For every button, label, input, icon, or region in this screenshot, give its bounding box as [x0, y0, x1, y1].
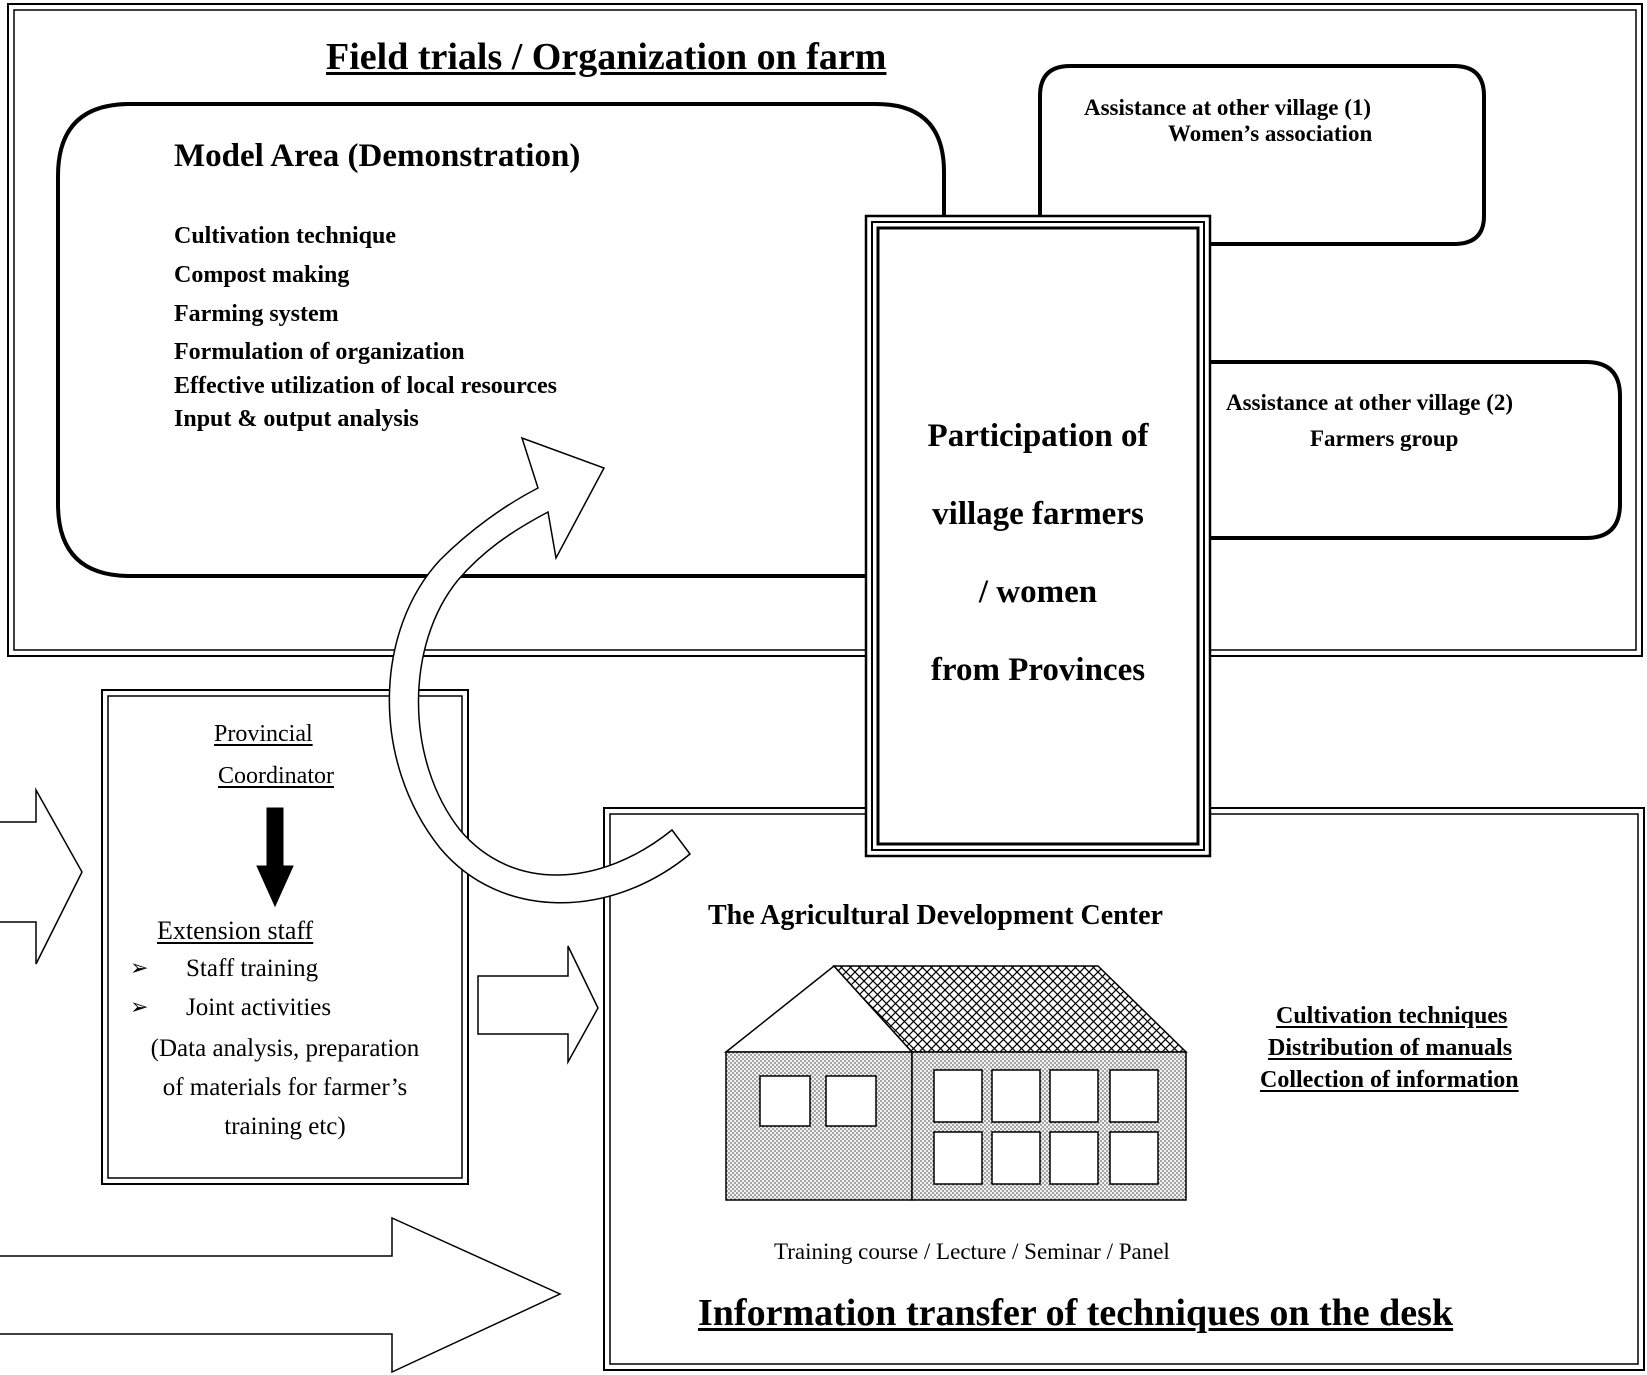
assist2-line2: Farmers group — [1310, 426, 1459, 451]
center-link-manuals: Distribution of manuals — [1268, 1035, 1513, 1061]
model-area-box — [56, 102, 946, 578]
left-mid-arrow-icon — [0, 787, 83, 965]
staff-training-item: Staff training — [186, 955, 319, 982]
assist1-line2: Women’s association — [1168, 121, 1373, 146]
field-trials-frame — [7, 3, 1643, 657]
coordinator-note: (Data analysis, preparation of materials… — [112, 1034, 458, 1151]
participation-line: Participation of — [927, 418, 1149, 454]
joint-activities-bullet: ➢ — [130, 996, 148, 1018]
extension-staff-title: Extension staff — [157, 916, 314, 945]
curved-cycle-arrow-icon — [388, 436, 692, 904]
model-area-item: Farming system — [174, 301, 339, 327]
participation-line: / women — [978, 574, 1098, 610]
participation-text: Participation of village farmers / women… — [878, 416, 1198, 728]
model-area-item: Input & output analysis — [174, 406, 419, 432]
joint-activities-item: Joint activities — [186, 994, 332, 1021]
bullet-arrow-icon: ➢ — [130, 955, 149, 980]
model-area-item: Formulation of organization — [174, 339, 465, 365]
model-area-title: Model Area (Demonstration) — [174, 138, 581, 174]
field-trials-title: Field trials / Organization on farm — [326, 36, 887, 78]
assist1-box — [1038, 64, 1486, 246]
training-caption: Training course / Lecture / Seminar / Pa… — [774, 1239, 1170, 1264]
bottom-left-arrow-icon — [0, 1216, 562, 1374]
model-area-item: Cultivation technique — [174, 223, 397, 249]
coordinator-line2: Coordinator — [218, 763, 334, 789]
building-icon — [723, 964, 1188, 1201]
assist2-line1: Assistance at other village (2) — [1226, 390, 1514, 415]
staff-training-bullet: ➢ — [130, 957, 148, 979]
bullet-arrow-icon: ➢ — [130, 994, 149, 1019]
center-link-cultivation: Cultivation techniques — [1276, 1003, 1508, 1029]
model-area-item: Effective utilization of local resources — [174, 373, 558, 399]
assist1-line1: Assistance at other village (1) — [1084, 95, 1372, 120]
information-transfer-title: Information transfer of techniques on th… — [698, 1292, 1454, 1334]
participation-line: from Provinces — [930, 652, 1146, 688]
participation-line: village farmers — [932, 496, 1144, 532]
coordinator-note-line: (Data analysis, preparation — [150, 1035, 420, 1062]
assist2-box — [1206, 360, 1622, 540]
model-area-item: Compost making — [174, 262, 350, 288]
participation-box — [864, 214, 1212, 858]
right-arrow-icon — [477, 945, 599, 1065]
center-link-information: Collection of information — [1260, 1067, 1519, 1093]
center-title: The Agricultural Development Center — [708, 900, 1163, 931]
coordinator-line1: Provincial — [214, 721, 313, 747]
down-arrow-icon — [256, 807, 294, 908]
building-windows — [759, 1069, 1159, 1185]
coordinator-note-line: of materials for farmer’s — [162, 1074, 408, 1101]
coordinator-note-line: training etc) — [224, 1113, 346, 1140]
